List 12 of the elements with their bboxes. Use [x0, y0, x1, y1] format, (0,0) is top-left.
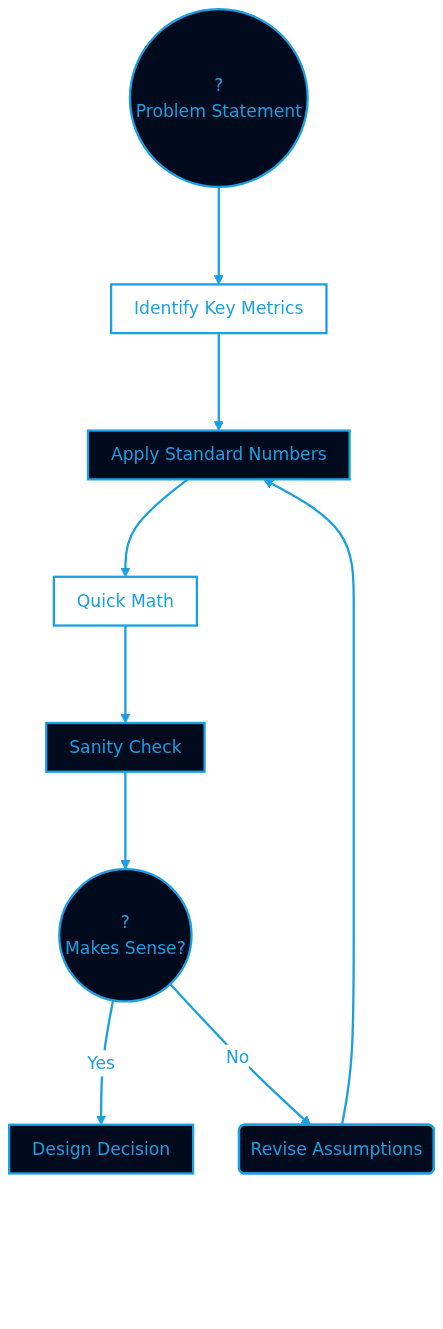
node-circle: ? Makes Sense?: [58, 868, 193, 1003]
node-box: Sanity Check: [45, 721, 206, 773]
edge-label: No: [226, 1046, 250, 1068]
node-box: Quick Math: [52, 575, 199, 627]
edge-label: Yes: [87, 1052, 116, 1074]
node-box: Design Decision: [8, 1123, 195, 1175]
arrow: [213, 186, 224, 285]
node-box: Identify Key Metrics: [109, 283, 328, 335]
node-circle: ? Problem Statement: [128, 8, 309, 189]
arrow: [120, 625, 131, 724]
node-box: Apply Standard Numbers: [86, 429, 351, 481]
arrow: [120, 771, 131, 870]
